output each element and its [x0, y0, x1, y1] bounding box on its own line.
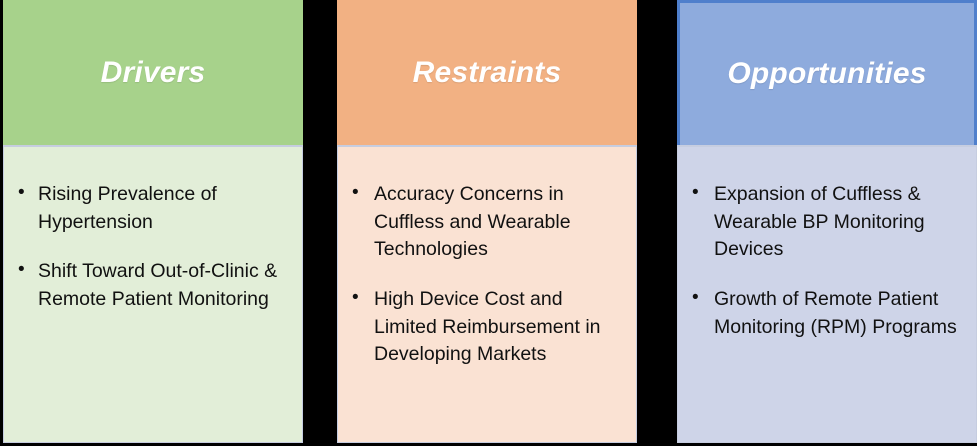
column-body-drivers: Rising Prevalence of Hypertension Shift … — [3, 145, 303, 443]
column-restraints: Restraints Accuracy Concerns in Cuffless… — [337, 0, 637, 446]
column-header-opportunities: Opportunities — [677, 0, 977, 145]
list-item: Rising Prevalence of Hypertension — [16, 180, 290, 236]
column-header-restraints: Restraints — [337, 0, 637, 145]
list-item: Expansion of Cuffless & Wearable BP Moni… — [690, 180, 964, 264]
bullet-list-restraints: Accuracy Concerns in Cuffless and Wearab… — [350, 180, 624, 369]
column-opportunities: Opportunities Expansion of Cuffless & We… — [677, 0, 977, 446]
column-drivers: Drivers Rising Prevalence of Hypertensio… — [3, 0, 303, 446]
list-item: Shift Toward Out-of-Clinic & Remote Pati… — [16, 257, 290, 313]
list-item: Accuracy Concerns in Cuffless and Wearab… — [350, 180, 624, 264]
bullet-list-opportunities: Expansion of Cuffless & Wearable BP Moni… — [690, 180, 964, 341]
list-item: High Device Cost and Limited Reimburseme… — [350, 285, 624, 369]
column-body-opportunities: Expansion of Cuffless & Wearable BP Moni… — [677, 145, 977, 443]
column-header-drivers: Drivers — [3, 0, 303, 145]
bullet-list-drivers: Rising Prevalence of Hypertension Shift … — [16, 180, 290, 314]
list-item: Growth of Remote Patient Monitoring (RPM… — [690, 285, 964, 341]
column-body-restraints: Accuracy Concerns in Cuffless and Wearab… — [337, 145, 637, 443]
